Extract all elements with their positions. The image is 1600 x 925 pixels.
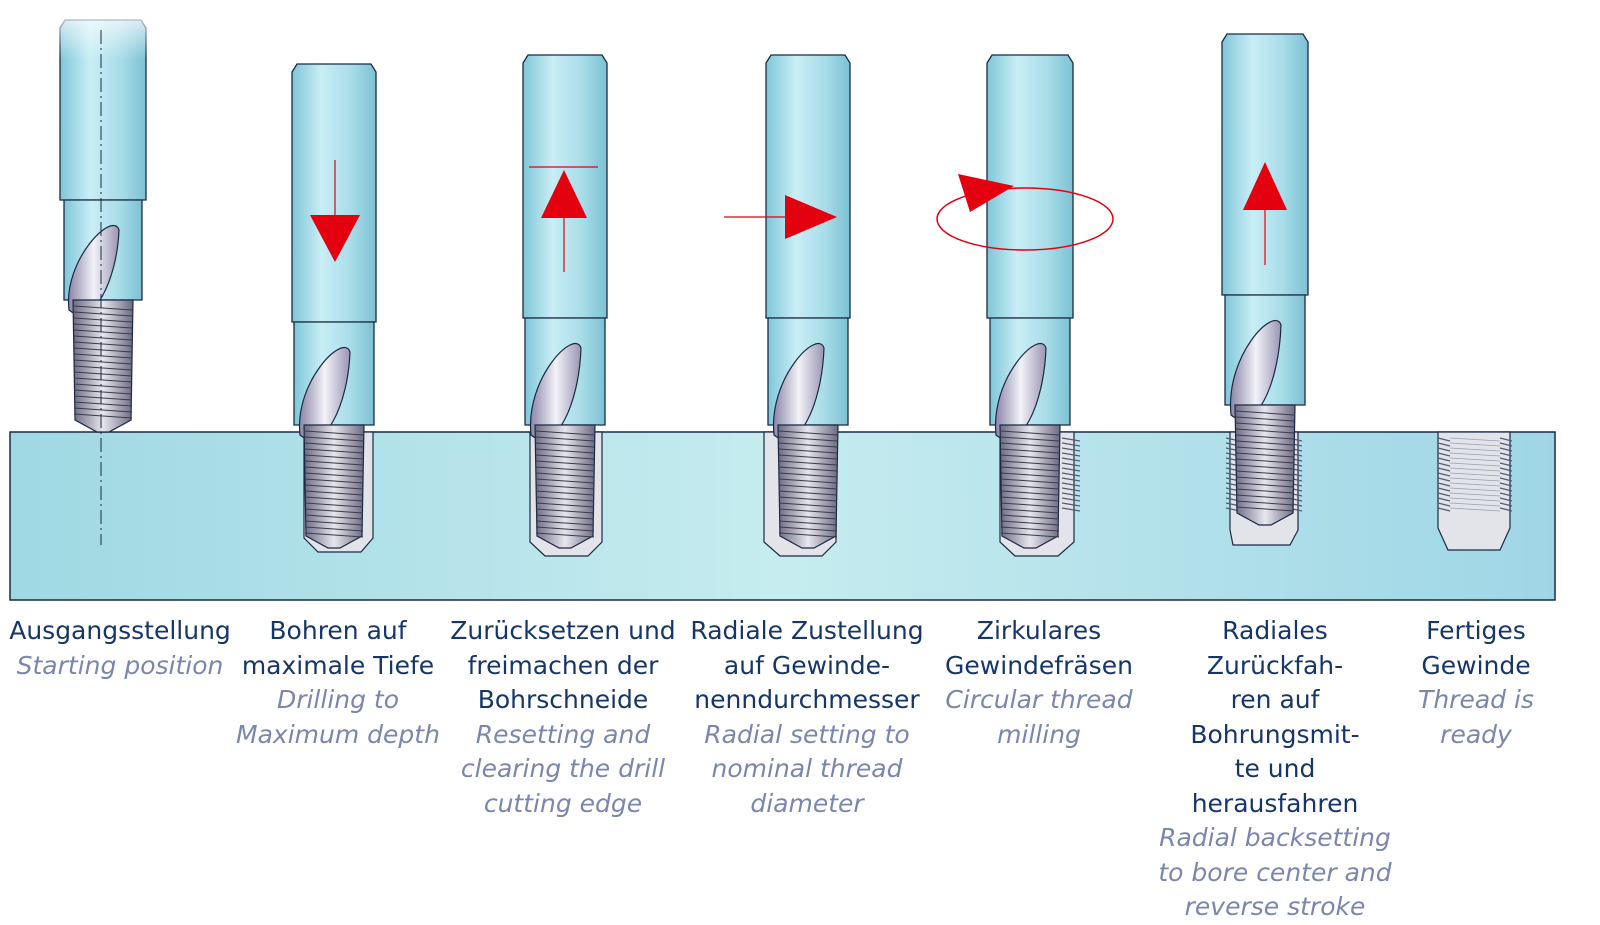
arrow-down-icon <box>310 215 360 262</box>
rotation-arrow-icon <box>958 174 1014 212</box>
caption-english: Starting position <box>16 650 224 680</box>
caption-german: Bohren auf maximale Tiefe <box>241 616 435 680</box>
caption-german: Ausgangsstellung <box>9 616 231 645</box>
caption-english: Radial setting to nominal thread diamete… <box>704 719 910 818</box>
caption-step-7: Fertiges Gewinde Thread is ready <box>1356 614 1596 752</box>
tools <box>59 0 1309 549</box>
caption-step-2: Bohren auf maximale Tiefe Drilling to Ma… <box>218 614 458 752</box>
caption-german: Radiales Zurückfah- ren auf Bohrungsmit-… <box>1190 616 1360 818</box>
process-diagram <box>9 0 1556 601</box>
caption-step-4: Radiale Zustellung auf Gewinde- nenndurc… <box>687 614 927 821</box>
arrow-up-icon <box>1243 162 1287 210</box>
drill-tool <box>59 0 147 433</box>
drill-tool <box>291 63 377 549</box>
drill-tool <box>986 54 1074 549</box>
caption-german: Zirkulares Gewindefräsen <box>945 616 1133 680</box>
caption-step-3: Zurücksetzen und freimachen der Bohrschn… <box>443 614 683 821</box>
caption-german: Radiale Zustellung auf Gewinde- nenndurc… <box>690 616 924 714</box>
rotation-path <box>936 187 1114 251</box>
caption-english: Thread is ready <box>1418 685 1534 749</box>
caption-step-5: Zirkulares Gewindefräsen Circular thread… <box>919 614 1159 752</box>
caption-english: Drilling to Maximum depth <box>236 685 440 749</box>
drill-tool <box>522 54 608 549</box>
caption-english: Resetting and clearing the drill cutting… <box>460 719 666 818</box>
motion-arrows <box>310 160 1287 272</box>
caption-english: Circular thread milling <box>945 685 1133 749</box>
caption-german: Fertiges Gewinde <box>1421 616 1531 680</box>
caption-german: Zurücksetzen und freimachen der Bohrschn… <box>450 616 676 714</box>
caption-step-1: Ausgangsstellung Starting position <box>0 614 240 683</box>
thread-lines <box>1061 437 1513 512</box>
caption-english: Radial backsetting to bore center and re… <box>1158 823 1392 921</box>
arrow-right-icon <box>785 195 837 239</box>
arrow-up-icon <box>541 170 587 218</box>
drill-tool <box>765 54 851 549</box>
